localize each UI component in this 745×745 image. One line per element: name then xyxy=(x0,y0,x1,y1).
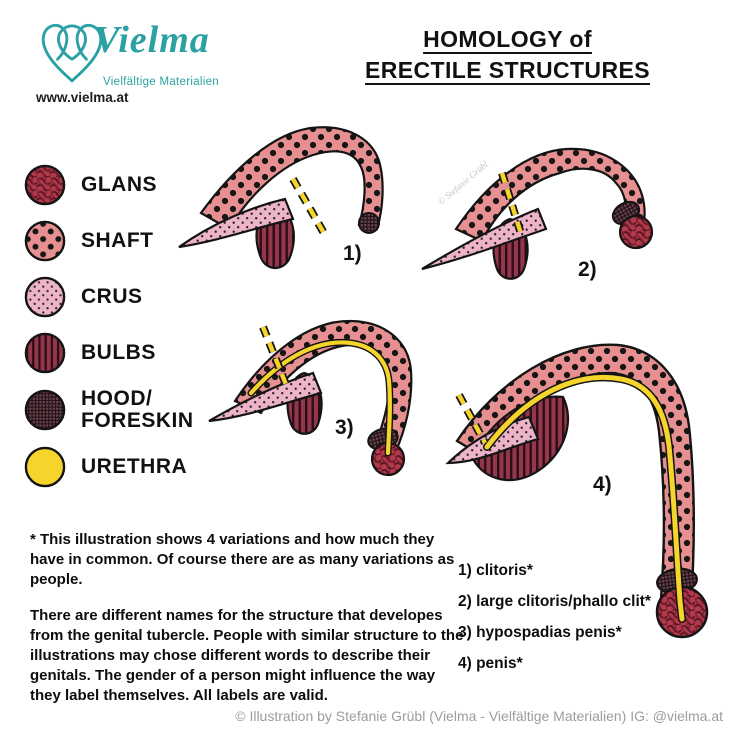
legend-item-urethra: URETHRA xyxy=(24,446,194,488)
figure-4-number: 4) xyxy=(593,473,612,496)
note-paragraph-2: There are different names for the struct… xyxy=(30,606,464,704)
figure-4: 4) xyxy=(443,331,738,651)
incision-mark xyxy=(455,393,489,445)
legend-label-urethra: URETHRA xyxy=(81,455,188,479)
glans-swatch-icon xyxy=(24,164,66,206)
figure-3-number: 3) xyxy=(335,416,354,439)
legend-label-bulbs: BULBS xyxy=(81,340,156,364)
incision-mark xyxy=(498,171,526,239)
variation-item-1: 1) clitoris* xyxy=(458,562,533,579)
figure-3-illustration xyxy=(208,319,413,477)
legend-item-bulbs: BULBS xyxy=(24,332,194,374)
vielma-heart-logo-icon xyxy=(41,24,103,83)
figure-1-illustration xyxy=(178,126,384,270)
figure-3: 3) xyxy=(199,301,449,479)
hood-tip xyxy=(358,212,380,234)
title-line-2: ERECTILE STRUCTURES xyxy=(365,57,650,84)
shaft-swatch-icon xyxy=(24,220,66,262)
figure-2-illustration xyxy=(421,147,654,280)
legend-item-shaft: SHAFT xyxy=(24,220,194,262)
page-title: HOMOLOGY of ERECTILE STRUCTURES xyxy=(330,24,685,86)
legend-label-glans: GLANS xyxy=(81,172,157,196)
variations-list: 1) clitoris* 2) large clitoris/phallo cl… xyxy=(458,562,651,673)
title-line-1: HOMOLOGY of xyxy=(423,26,592,52)
legend-label-hood: HOOD/ FORESKIN xyxy=(81,387,194,433)
logo-tagline: Vielfältige Materialien xyxy=(103,76,219,88)
copyright-footer: © Illustration by Stefanie Grübl (Vielma… xyxy=(235,708,723,724)
hood-swatch-icon xyxy=(24,389,66,431)
legend-item-glans: GLANS xyxy=(24,164,194,206)
legend-item-hood: HOOD/ FORESKIN xyxy=(24,387,194,433)
notes-block: * This illustration shows 4 variations a… xyxy=(30,530,468,722)
figure-1-number: 1) xyxy=(343,242,362,265)
variation-item-2: 2) large clitoris/phallo clit* xyxy=(458,593,651,610)
variation-item-3: 3) hypospadias penis* xyxy=(458,624,622,641)
crus-swatch-icon xyxy=(24,276,66,318)
logo-wordmark: Vielma xyxy=(94,19,210,61)
legend: GLANS SHAFT CRUS BULBS HOOD/ FORESKIN xyxy=(24,164,194,488)
website-url: www.vielma.at xyxy=(36,90,129,105)
branding-block: Vielma Vielfältige Materialien www.vielm… xyxy=(0,0,260,115)
figure-2-number: 2) xyxy=(578,258,597,281)
incision-mark xyxy=(289,177,329,237)
bulbs-swatch-icon xyxy=(24,332,66,374)
incision-mark xyxy=(259,325,291,389)
legend-label-crus: CRUS xyxy=(81,284,143,308)
urethra-line xyxy=(247,338,394,457)
crus-path xyxy=(208,371,323,423)
glans-ball xyxy=(618,214,654,250)
urethra-line xyxy=(483,373,686,623)
note-paragraph-1: * This illustration shows 4 variations a… xyxy=(30,531,455,588)
legend-item-crus: CRUS xyxy=(24,276,194,318)
legend-label-shaft: SHAFT xyxy=(81,228,154,252)
figure-2: © Stefanie Grübl 2) xyxy=(412,133,667,298)
urethra-swatch-icon xyxy=(24,446,66,488)
figure-4-illustration xyxy=(445,343,709,639)
crus-path xyxy=(178,197,295,249)
figure-1: 1) xyxy=(173,117,393,292)
variation-item-4: 4) penis* xyxy=(458,655,523,672)
